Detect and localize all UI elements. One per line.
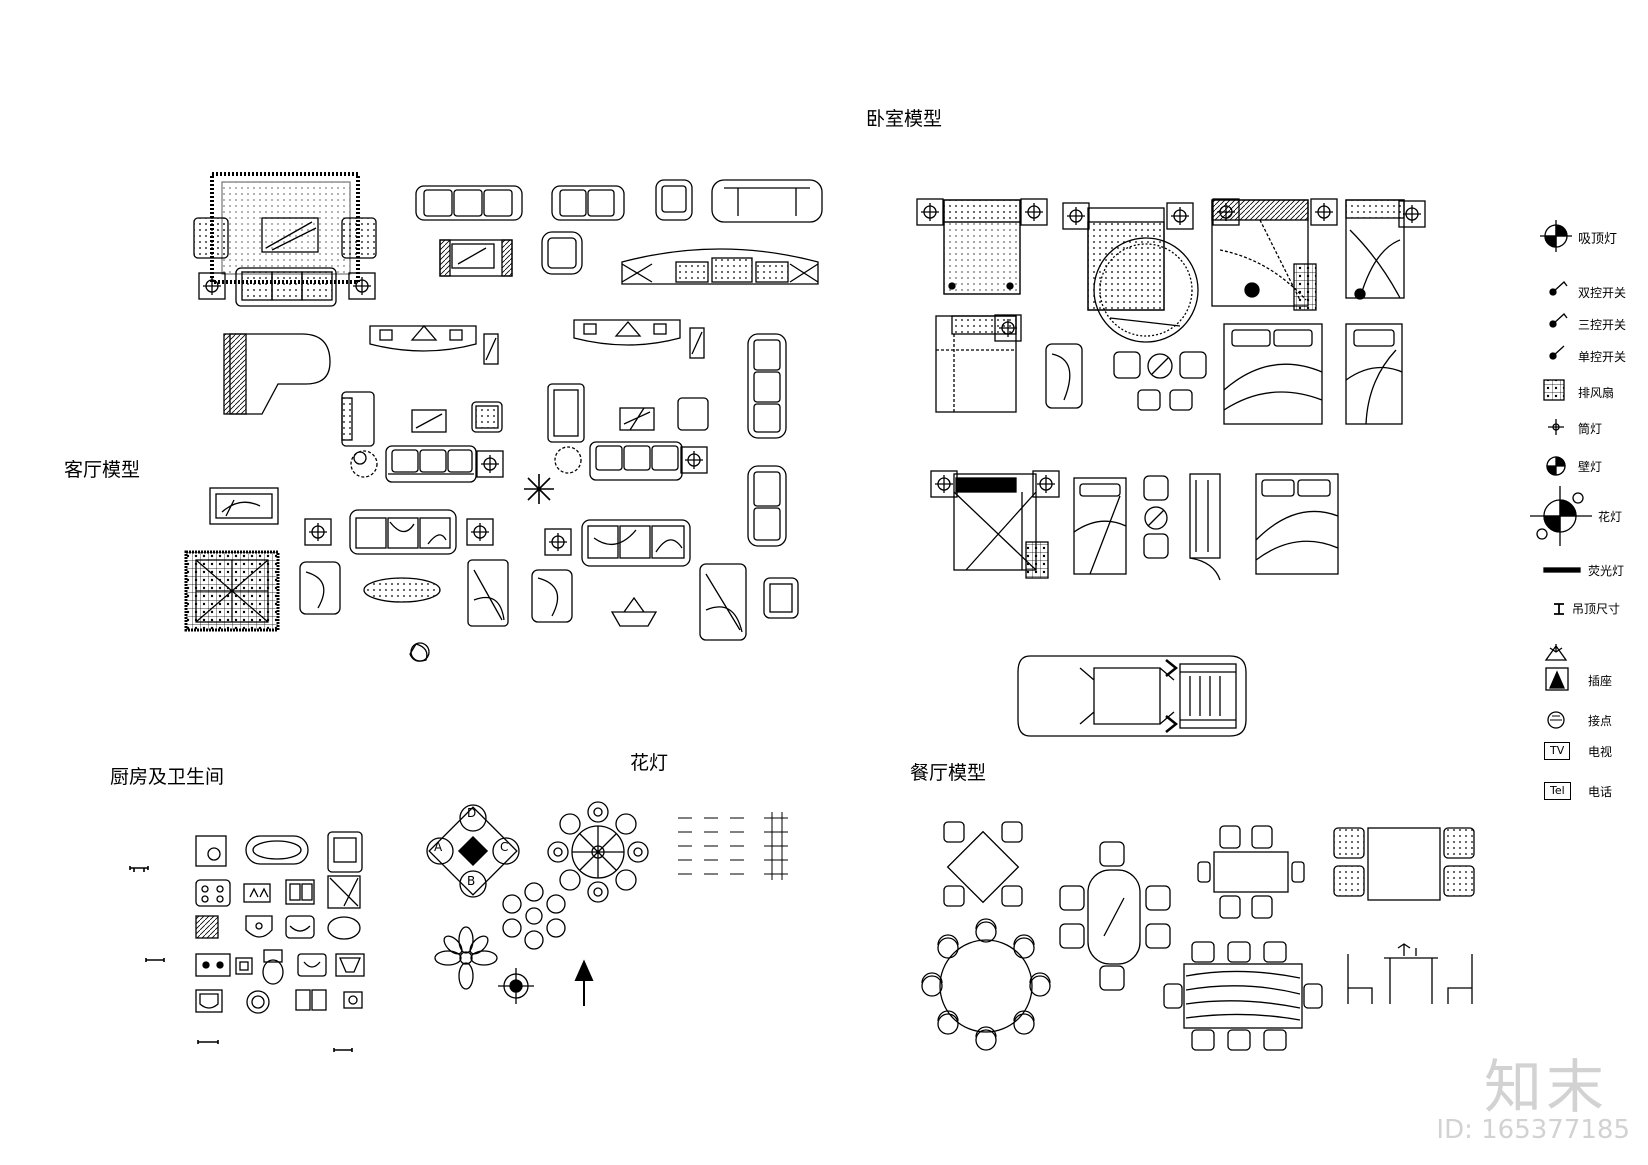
chandelier-icon bbox=[1530, 486, 1592, 546]
living-set-with-rug bbox=[193, 172, 377, 307]
fluorescent-lamp-icon bbox=[1543, 567, 1581, 573]
chandelier-small-cross bbox=[498, 968, 534, 1004]
rect-table-6-chairs bbox=[1197, 825, 1305, 919]
chandelier-diamond-abcd bbox=[426, 804, 520, 898]
round-table-8-chairs bbox=[921, 918, 1051, 1051]
square-table-4-chairs bbox=[943, 821, 1023, 907]
oval-table-6-chairs bbox=[1059, 841, 1171, 991]
legend-label-fluorescent: 荧光灯 bbox=[1588, 564, 1625, 578]
bed-8 bbox=[930, 470, 1060, 579]
bed-10-double bbox=[1255, 473, 1339, 575]
section-title-kitchen-bath: 厨房及卫生间 bbox=[110, 766, 225, 788]
legend-label-wall-lamp: 壁灯 bbox=[1578, 460, 1603, 474]
legend-label-telephone: 电话 bbox=[1588, 785, 1613, 799]
legend-label-triple-switch: 三控开关 bbox=[1578, 318, 1627, 332]
bed-9-single bbox=[1073, 477, 1127, 575]
legend-label-tv: 电视 bbox=[1588, 745, 1613, 759]
small-lamp-icons-grid bbox=[678, 812, 788, 880]
bed-5 bbox=[935, 314, 1022, 413]
legend-label-single-switch: 单控开关 bbox=[1578, 350, 1627, 364]
bed-2-round-rug bbox=[1062, 202, 1199, 343]
chandelier-letter-b: B bbox=[467, 874, 476, 888]
watermark-logo: 知末 bbox=[1483, 1053, 1608, 1121]
junction-icon bbox=[1547, 711, 1565, 729]
bed-7-single bbox=[1345, 323, 1403, 425]
legend-label-ceiling-height: 吊顶尺寸 bbox=[1572, 602, 1621, 616]
legend-label-double-switch: 双控开关 bbox=[1578, 286, 1627, 300]
ceiling-height-icon bbox=[1554, 603, 1564, 615]
lounge-set-3 bbox=[299, 509, 509, 662]
bed-1 bbox=[916, 198, 1048, 295]
section-title-dining: 餐厅模型 bbox=[910, 762, 987, 784]
dining-blocks bbox=[921, 821, 1475, 1051]
ceiling-lamp-icon bbox=[1540, 220, 1572, 252]
dining-elevation bbox=[1347, 943, 1473, 1004]
car-top-view bbox=[1017, 655, 1247, 737]
wardrobe-bedroom bbox=[1189, 473, 1221, 581]
section-title-bedroom: 卧室模型 bbox=[866, 108, 943, 130]
kitchen-bath-blocks bbox=[129, 831, 365, 1052]
legend-label-chandelier: 花灯 bbox=[1598, 510, 1623, 524]
single-switch-icon bbox=[1549, 345, 1565, 360]
legend-label-socket: 插座 bbox=[1588, 674, 1613, 688]
north-arrow bbox=[574, 959, 594, 1006]
chandelier-letter-c: C bbox=[500, 840, 509, 854]
tv-cabinets bbox=[369, 319, 705, 365]
watermark-id: ID: 165377185 bbox=[1436, 1115, 1630, 1145]
legend-label-exhaust-fan: 排风扇 bbox=[1578, 386, 1615, 400]
triple-switch-icon bbox=[1549, 313, 1568, 328]
chandelier-flower bbox=[434, 926, 498, 990]
living-room-blocks bbox=[184, 172, 823, 662]
chandelier-letter-d: D bbox=[467, 806, 477, 820]
patterned-rug bbox=[184, 550, 280, 632]
chandelier-8-arm bbox=[547, 801, 649, 903]
lounge-set-1 bbox=[341, 391, 504, 483]
bed-4-single bbox=[1345, 199, 1426, 300]
socket-top-icon bbox=[1544, 644, 1568, 661]
lounge-set-2 bbox=[524, 383, 709, 504]
exhaust-fan-icon bbox=[1543, 379, 1565, 401]
chandelier-letter-a: A bbox=[434, 840, 443, 854]
telephone-icon: Tel bbox=[1544, 782, 1571, 800]
bed-6-double bbox=[1223, 323, 1323, 425]
wall-lamp-icon bbox=[1546, 456, 1566, 476]
chandelier-6-arm bbox=[502, 882, 566, 950]
double-switch-icon bbox=[1549, 281, 1568, 296]
legend-label-junction: 接点 bbox=[1588, 714, 1613, 728]
section-title-chandelier: 花灯 bbox=[630, 752, 669, 774]
bed-3 bbox=[1211, 198, 1338, 311]
chandelier-blocks bbox=[426, 801, 788, 1006]
section-title-living-room: 客厅模型 bbox=[64, 459, 141, 481]
legend-label-ceiling-lamp: 吸顶灯 bbox=[1578, 232, 1618, 247]
downlight-icon bbox=[1548, 419, 1564, 435]
bedroom-blocks bbox=[916, 198, 1426, 581]
side-chairs-bedroom bbox=[1143, 475, 1169, 559]
socket-icon bbox=[1545, 667, 1569, 691]
lounge-chairs-bedroom bbox=[1045, 343, 1207, 411]
square-table-armchairs bbox=[1333, 827, 1475, 901]
legend-symbols bbox=[1530, 220, 1592, 729]
lounge-set-4 bbox=[531, 519, 799, 641]
grand-piano bbox=[223, 333, 331, 415]
wall-painting bbox=[209, 487, 279, 525]
sofa-vertical bbox=[747, 333, 787, 547]
tv-icon: TV bbox=[1544, 742, 1571, 760]
wood-grain-table-8-chairs bbox=[1163, 941, 1323, 1051]
legend-label-downlight: 筒灯 bbox=[1578, 422, 1603, 436]
sofa-row-top bbox=[415, 179, 823, 285]
